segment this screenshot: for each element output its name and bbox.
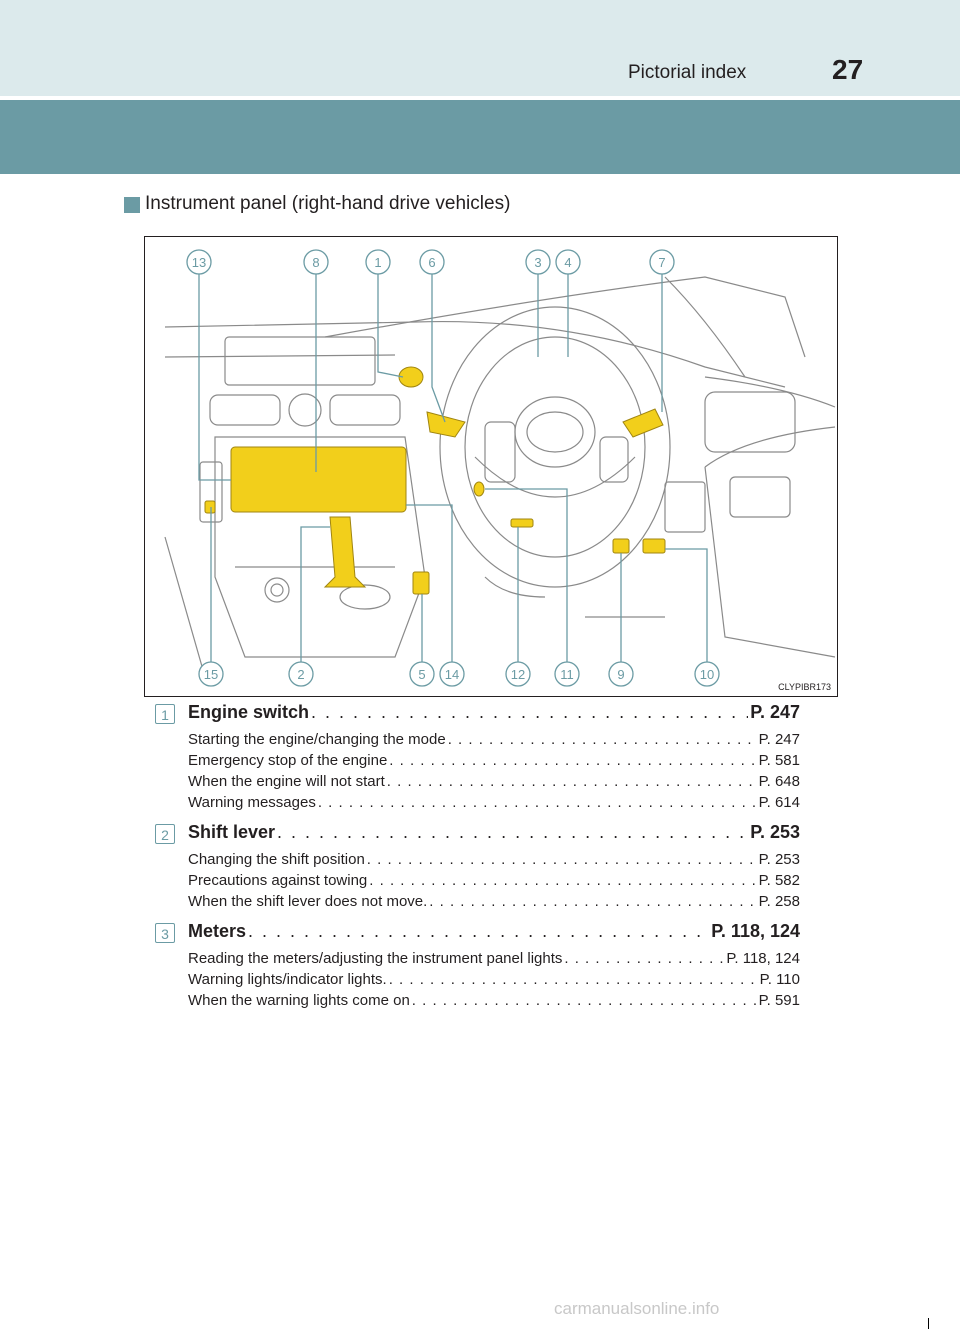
item-page-ref[interactable]: P. 253 xyxy=(750,822,800,842)
callout-14: 14 xyxy=(445,667,459,682)
sub-label: Reading the meters/adjusting the instrum… xyxy=(188,950,563,967)
sub-label: When the warning lights come on xyxy=(188,992,410,1009)
callout-12: 12 xyxy=(511,667,525,682)
dot-leader xyxy=(387,771,757,792)
callout-6: 6 xyxy=(428,255,435,270)
sub-page-ref[interactable]: P. 247 xyxy=(758,731,800,748)
callout-15: 15 xyxy=(204,667,218,682)
dot-leader xyxy=(412,990,757,1011)
sub-entry: Warning lights/indicator lights. P. 110 xyxy=(188,969,800,990)
sub-label: Starting the engine/changing the mode xyxy=(188,731,446,748)
callout-4: 4 xyxy=(564,255,571,270)
section-title: Instrument panel (right-hand drive vehic… xyxy=(145,193,511,214)
sub-page-ref[interactable]: P. 582 xyxy=(758,872,800,889)
dot-leader xyxy=(448,729,757,750)
sub-label: When the shift lever does not move. xyxy=(188,893,428,910)
header-band xyxy=(0,0,960,96)
sub-entry: When the shift lever does not move. P. 25… xyxy=(188,891,800,912)
sub-page-ref[interactable]: P. 591 xyxy=(758,992,800,1009)
dot-leader xyxy=(389,750,756,771)
instrument-panel-illustration: 13 8 1 6 3 4 7 15 2 5 14 12 11 9 10 CLYP… xyxy=(144,236,838,697)
item-page-ref[interactable]: P. 247 xyxy=(750,702,800,722)
dot-leader xyxy=(369,870,756,891)
sub-entry: When the warning lights come on P. 591 xyxy=(188,990,800,1011)
sub-label: When the engine will not start xyxy=(188,773,385,790)
sub-label: Warning messages xyxy=(188,794,316,811)
sub-page-ref[interactable]: P. 253 xyxy=(758,851,800,868)
dot-leader xyxy=(564,948,724,969)
sub-entry: Reading the meters/adjusting the instrum… xyxy=(188,948,800,969)
section-marker-icon xyxy=(124,197,140,213)
item-heading: Shift lever P. 253 xyxy=(188,822,800,843)
figure-code: CLYPIBR173 xyxy=(778,682,831,692)
item-heading: Engine switch P. 247 xyxy=(188,702,800,723)
callout-10: 10 xyxy=(700,667,714,682)
callout-3: 3 xyxy=(534,255,541,270)
callout-1: 1 xyxy=(374,255,381,270)
sub-entry: Starting the engine/changing the mode P. … xyxy=(188,729,800,750)
dot-leader xyxy=(277,822,748,843)
dot-leader xyxy=(318,792,757,813)
item-number-badge: 1 xyxy=(155,704,175,724)
watermark: carmanualsonline.info xyxy=(554,1299,720,1318)
item-label: Shift lever xyxy=(188,822,276,842)
sub-label: Warning lights/indicator lights. xyxy=(188,971,387,988)
sub-entry: When the engine will not start P. 648 xyxy=(188,771,800,792)
switch-12-highlight xyxy=(510,518,534,528)
sub-entry: Precautions against towing P. 582 xyxy=(188,870,800,891)
callout-5: 5 xyxy=(418,667,425,682)
sub-page-ref[interactable]: P. 110 xyxy=(759,971,800,988)
item-number-badge: 2 xyxy=(155,824,175,844)
console-switch-highlight xyxy=(412,571,430,595)
dot-leader xyxy=(248,921,709,942)
sub-page-ref[interactable]: P. 648 xyxy=(758,773,800,790)
callout-9: 9 xyxy=(617,667,624,682)
sub-entry: Warning messages P. 614 xyxy=(188,792,800,813)
header-dark-band xyxy=(0,100,960,174)
switch-15-highlight xyxy=(204,500,216,514)
lower-switch-9-highlight xyxy=(612,538,630,554)
sub-page-ref[interactable]: P. 258 xyxy=(758,893,800,910)
sub-label: Changing the shift position xyxy=(188,851,365,868)
shift-lever-highlight xyxy=(323,516,367,588)
sub-entry: Changing the shift position P. 253 xyxy=(188,849,800,870)
sub-entry: Emergency stop of the engine P. 581 xyxy=(188,750,800,771)
left-lever-highlight xyxy=(426,411,466,438)
crop-mark-bottom-right xyxy=(928,1318,929,1329)
right-lever-highlight xyxy=(622,408,664,438)
item-label: Engine switch xyxy=(188,702,310,722)
callout-8: 8 xyxy=(312,255,319,270)
lower-switch-10-highlight xyxy=(642,538,666,554)
switch-11-highlight xyxy=(473,481,485,497)
item-heading: Meters P. 118, 124 xyxy=(188,921,800,942)
running-header-title: Pictorial index xyxy=(628,62,747,83)
sub-label: Precautions against towing xyxy=(188,872,368,889)
callout-2: 2 xyxy=(297,667,304,682)
item-page-ref[interactable]: P. 118, 124 xyxy=(711,921,800,941)
sub-page-ref[interactable]: P. 614 xyxy=(758,794,800,811)
callout-7: 7 xyxy=(658,255,665,270)
sub-page-ref[interactable]: P. 581 xyxy=(758,752,800,769)
dot-leader xyxy=(429,891,756,912)
item-number-badge: 3 xyxy=(155,923,175,943)
engine-switch-highlight xyxy=(398,366,424,388)
audio-panel-highlight xyxy=(230,446,407,513)
callout-11: 11 xyxy=(560,667,574,682)
page-number: 27 xyxy=(832,54,864,85)
dashboard-drawing: 13 8 1 6 3 4 7 15 2 5 14 12 11 9 10 xyxy=(164,249,836,687)
dot-leader xyxy=(389,969,758,990)
dot-leader xyxy=(311,702,748,723)
item-label: Meters xyxy=(188,921,247,941)
sub-label: Emergency stop of the engine xyxy=(188,752,388,769)
callout-13: 13 xyxy=(192,255,206,270)
sub-page-ref[interactable]: P. 118, 124 xyxy=(726,950,800,967)
dot-leader xyxy=(367,849,757,870)
